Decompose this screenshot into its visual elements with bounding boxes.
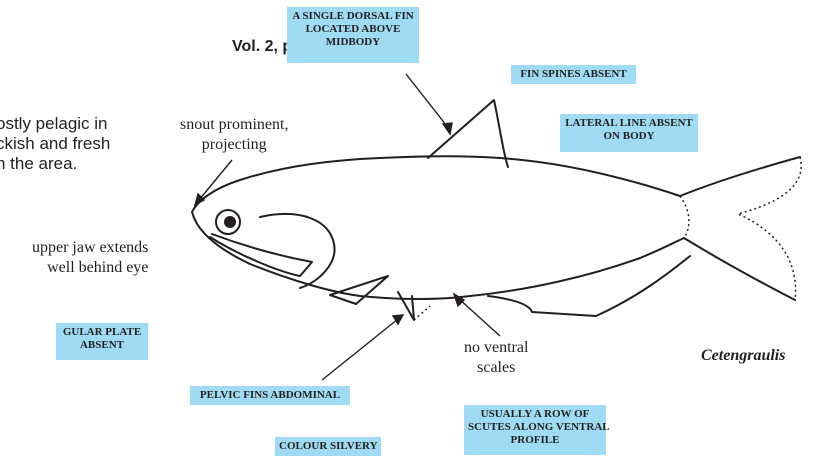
label-lateral-line: LATERAL LINE ABSENT ON BODY bbox=[560, 114, 698, 152]
arrowhead-ventral bbox=[454, 294, 464, 306]
pelvic-dotted bbox=[414, 306, 430, 320]
label-colour: COLOUR SILVERY bbox=[275, 437, 381, 456]
label-scutes: USUALLY A ROW OF SCUTES ALONG VENTRAL PR… bbox=[464, 405, 606, 455]
snout-note: snout prominent, projecting bbox=[180, 115, 288, 155]
label-gular-plate: GULAR PLATE ABSENT bbox=[56, 323, 148, 360]
eye-pupil bbox=[224, 216, 236, 228]
arrow-ventral bbox=[458, 298, 500, 336]
caudal-fin-upper bbox=[680, 157, 800, 196]
caudal-fin-lower bbox=[684, 238, 795, 300]
arrow-pelvic bbox=[322, 319, 398, 380]
tail-dotted-edge bbox=[738, 157, 801, 300]
gill-cover bbox=[260, 214, 335, 288]
upper-jaw-note: upper jaw extends well behind eye bbox=[32, 238, 148, 278]
arrowhead-dorsal bbox=[443, 123, 452, 134]
upper-jaw bbox=[210, 234, 312, 276]
label-fin-spines: FIN SPINES ABSENT bbox=[511, 65, 636, 84]
fish-body-outline bbox=[192, 156, 684, 299]
species-name: Cetengraulis bbox=[701, 347, 785, 365]
label-dorsal-fin: A SINGLE DORSAL FIN LOCATED ABOVE MIDBOD… bbox=[287, 7, 419, 63]
ventral-scales-note: no ventral scales bbox=[464, 338, 528, 378]
arrow-dorsal bbox=[406, 74, 450, 130]
tail-base-dotted bbox=[680, 196, 689, 238]
label-pelvic-fins: PELVIC FINS ABDOMINAL bbox=[190, 386, 350, 405]
anal-fin bbox=[488, 256, 690, 316]
arrow-snout bbox=[199, 160, 232, 200]
pectoral-fin bbox=[330, 276, 388, 304]
